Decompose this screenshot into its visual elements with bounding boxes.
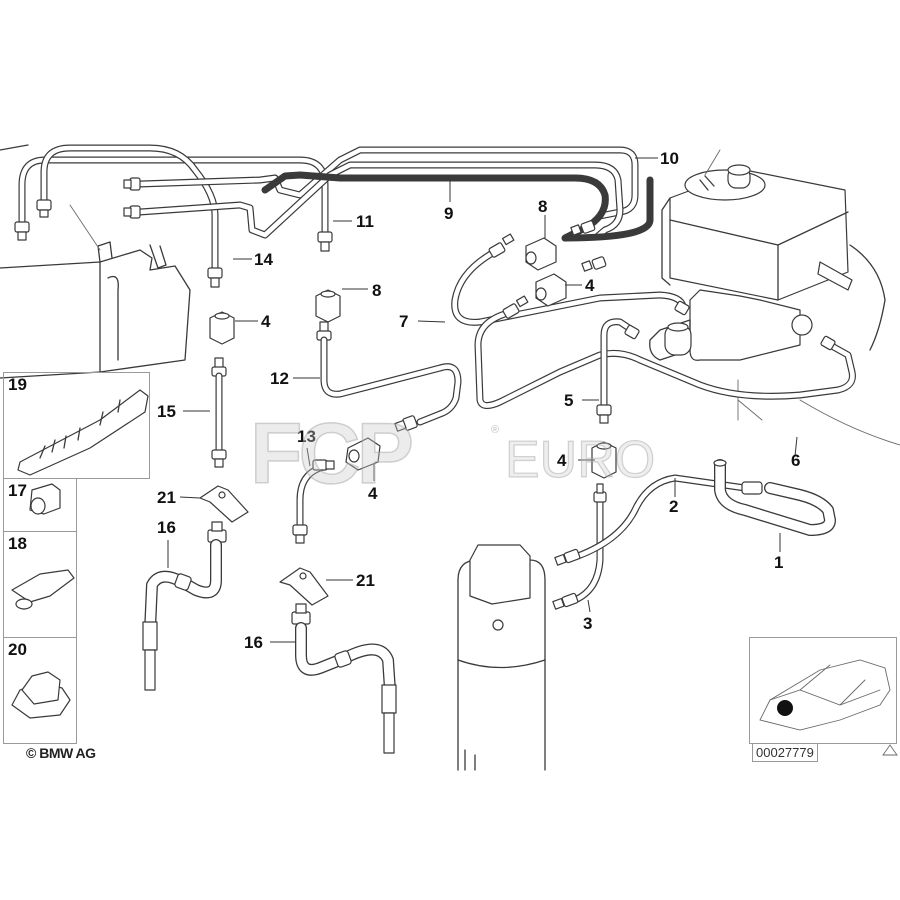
locator-frame <box>749 637 897 744</box>
callout-8-left[interactable]: 8 <box>372 281 382 300</box>
callout-10[interactable]: 10 <box>660 149 679 168</box>
callout-6[interactable]: 6 <box>791 451 801 470</box>
inset-label-17: 17 <box>8 481 27 500</box>
brake-pipe-13 <box>292 437 381 544</box>
union-nuts-center <box>525 237 617 479</box>
copyright-notice: © BMW AG <box>26 745 96 761</box>
inset-frame-20 <box>3 637 77 744</box>
pipe-fittings-top <box>14 177 333 288</box>
inset-parts <box>11 389 149 719</box>
callout-4-center[interactable]: 4 <box>585 276 595 295</box>
brake-pipes-1-2-3 <box>552 459 836 610</box>
union-nuts-left <box>209 289 341 345</box>
callout-15[interactable]: 15 <box>157 402 176 421</box>
leader-lines <box>167 157 798 643</box>
inset-label-20: 20 <box>8 640 27 659</box>
callout-5[interactable]: 5 <box>564 391 574 410</box>
callout-4-left[interactable]: 4 <box>261 312 271 331</box>
callout-13[interactable]: 13 <box>297 427 316 446</box>
callout-21-left[interactable]: 21 <box>157 488 176 507</box>
pressure-accumulator <box>457 544 546 771</box>
bracket-21 <box>199 485 329 606</box>
callout-16-left[interactable]: 16 <box>157 518 176 537</box>
car-locator-drawing <box>759 659 898 756</box>
callout-2[interactable]: 2 <box>669 497 679 516</box>
callout-4-right[interactable]: 4 <box>557 451 567 470</box>
callout-12[interactable]: 12 <box>270 369 289 388</box>
document-number: 00027779 <box>752 743 818 762</box>
callout-1[interactable]: 1 <box>774 553 784 572</box>
callout-3[interactable]: 3 <box>583 614 593 633</box>
callout-9[interactable]: 9 <box>444 204 454 223</box>
brake-hose-16 <box>142 521 397 754</box>
watermark-registered-mark: ® <box>491 424 500 436</box>
callout-16-right[interactable]: 16 <box>244 633 263 652</box>
callout-8-center[interactable]: 8 <box>538 197 548 216</box>
inset-label-18: 18 <box>8 534 27 553</box>
callout-7[interactable]: 7 <box>399 312 409 331</box>
callout-21-right[interactable]: 21 <box>356 571 375 590</box>
brake-pipes-7-5-6 <box>451 220 856 424</box>
brake-pipe-bundle-top <box>18 144 654 274</box>
callout-4-lower-center[interactable]: 4 <box>368 484 378 503</box>
abs-hydraulic-unit <box>0 144 191 379</box>
inset-label-19: 19 <box>8 375 27 394</box>
master-cylinder-reservoir <box>649 149 900 446</box>
brake-pipe-12 <box>316 321 462 432</box>
locator-marker <box>777 700 793 716</box>
brake-pipe-15 <box>211 357 227 468</box>
callout-11[interactable]: 11 <box>356 212 374 231</box>
callout-14[interactable]: 14 <box>254 250 273 269</box>
